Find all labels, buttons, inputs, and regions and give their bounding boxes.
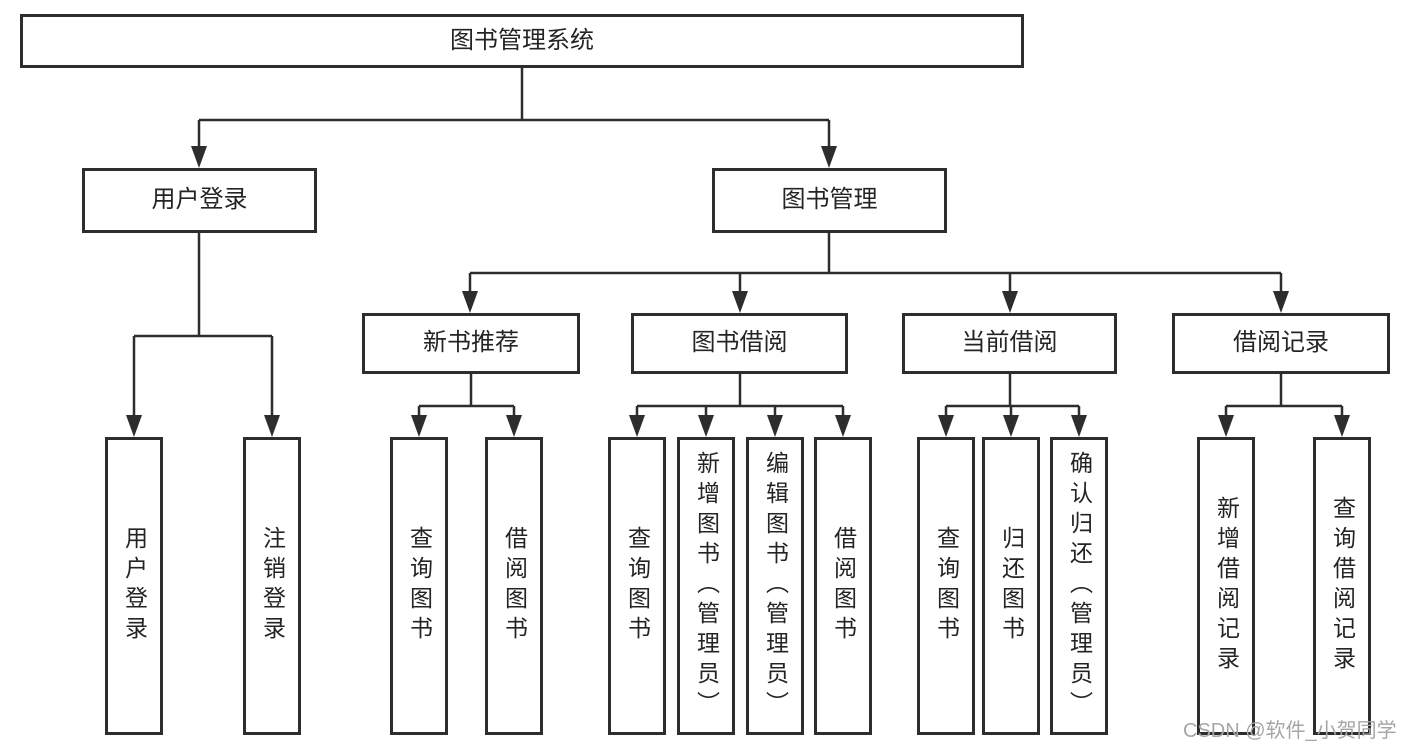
connector-paths [132,68,1344,421]
leaf-query-books-borrow-label: 查询图书 [624,526,651,646]
node-library-system: 图书管理系统 [20,14,1024,68]
node-borrow-records: 借阅记录 [1172,313,1390,374]
node-book-borrow: 图书借阅 [631,313,848,374]
leaf-edit-books-admin: 编辑图书（管理员） [746,437,804,735]
node-user-login-label: 用户登录 [151,186,248,214]
leaf-query-books-current: 查询图书 [917,437,975,735]
node-current-borrow-label: 当前借阅 [961,329,1058,357]
node-borrow-records-label: 借阅记录 [1233,329,1329,357]
leaf-borrow-books-label: 借阅图书 [830,526,857,646]
leaf-logout: 注销登录 [243,437,301,735]
node-library-system-label: 图书管理系统 [450,26,594,54]
leaf-borrow-books-recommend: 借阅图书 [485,437,543,735]
node-new-book-recommend: 新书推荐 [362,313,580,374]
leaf-query-books-recommend-label: 查询图书 [406,526,433,646]
leaf-query-books-recommend: 查询图书 [390,437,448,735]
node-book-borrow-label: 图书借阅 [691,329,788,357]
leaf-borrow-books-recommend-label: 借阅图书 [501,526,528,646]
leaf-return-books: 归还图书 [982,437,1040,735]
leaf-query-borrow-record-label: 查询借阅记录 [1329,496,1356,676]
arrowheads [126,146,1350,437]
leaf-edit-books-admin-label: 编辑图书（管理员） [762,451,789,721]
node-new-book-recommend-label: 新书推荐 [423,329,519,357]
node-book-management-label: 图书管理 [781,186,878,214]
leaf-add-books-admin-label: 新增图书（管理员） [693,451,720,721]
leaf-add-borrow-record: 新增借阅记录 [1197,437,1255,735]
leaf-confirm-return-admin: 确认归还（管理员） [1050,437,1108,735]
leaf-user-login: 用户登录 [105,437,163,735]
leaf-borrow-books: 借阅图书 [814,437,872,735]
node-user-login: 用户登录 [82,168,317,233]
leaf-confirm-return-admin-label: 确认归还（管理员） [1066,451,1093,721]
leaf-return-books-label: 归还图书 [998,526,1025,646]
leaf-query-borrow-record: 查询借阅记录 [1313,437,1371,735]
leaf-logout-label: 注销登录 [259,526,286,646]
node-book-management: 图书管理 [712,168,947,233]
node-current-borrow: 当前借阅 [902,313,1117,374]
leaf-query-books-current-label: 查询图书 [933,526,960,646]
csdn-watermark: CSDN @软件_小贺同学 [1183,720,1397,742]
leaf-add-books-admin: 新增图书（管理员） [677,437,735,735]
leaf-query-books-borrow: 查询图书 [608,437,666,735]
leaf-user-login-label: 用户登录 [121,526,148,646]
leaf-add-borrow-record-label: 新增借阅记录 [1213,496,1240,676]
